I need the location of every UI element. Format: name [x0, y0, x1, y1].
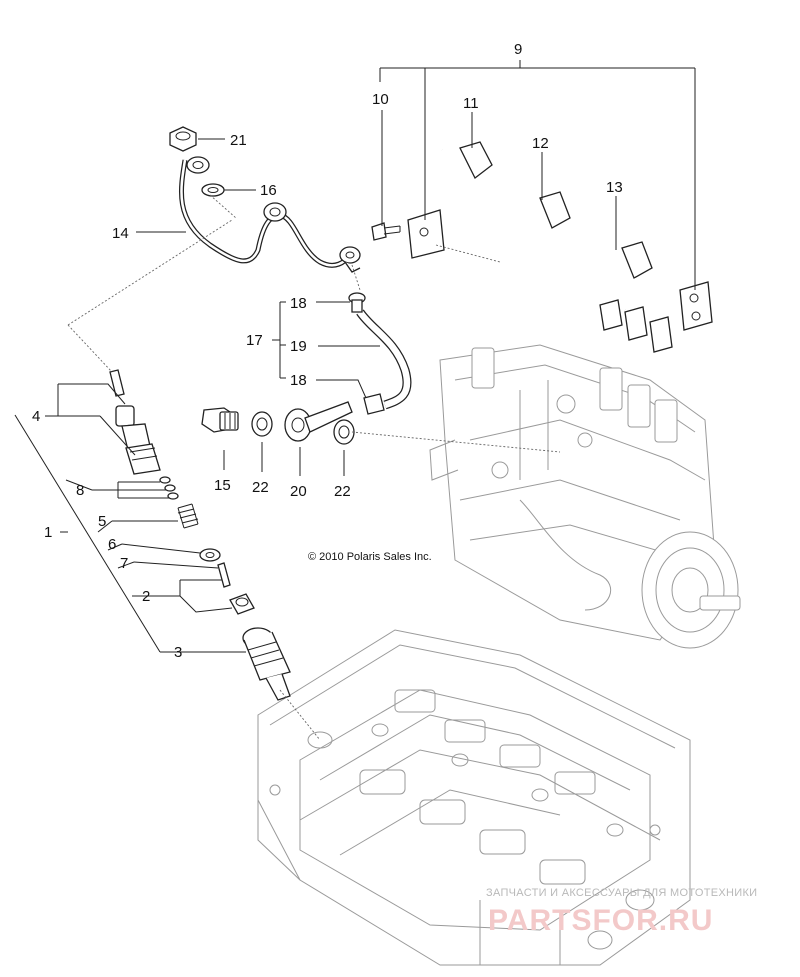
callout-1: 1: [44, 524, 52, 541]
callout-2: 2: [142, 588, 150, 605]
fuel-line-assembly: [371, 141, 713, 353]
callout-4: 4: [32, 408, 40, 425]
injector-assembly: [109, 369, 161, 475]
callout-labels: 9 10 11 12 13 21 16 14 18 17 19 18 4 15 …: [32, 41, 623, 661]
watermark-logo: PARTSFOR.RU: [488, 904, 713, 937]
fuel-line-14: [178, 156, 361, 273]
return-hose-assembly: [348, 292, 412, 415]
callout-7: 7: [120, 555, 128, 572]
reference-lines: [67, 194, 561, 741]
callout-12: 12: [532, 135, 549, 152]
callout-13: 13: [606, 179, 623, 196]
washer-22-right: [333, 419, 355, 445]
callout-19: 19: [290, 338, 307, 355]
callout-20: 20: [290, 483, 307, 500]
callout-8: 8: [76, 482, 84, 499]
washer-22-left: [251, 411, 273, 437]
leader-lines: [14, 60, 696, 653]
washer-16: [201, 183, 225, 197]
nozzle-nut-3: [242, 627, 291, 701]
callout-21: 21: [230, 132, 247, 149]
callout-18-bottom: 18: [290, 372, 307, 389]
cylinder-head-illustration: [257, 629, 691, 966]
callout-11: 11: [463, 95, 479, 112]
callout-14: 14: [112, 225, 129, 242]
callout-17: 17: [246, 332, 263, 349]
injection-pump-illustration: [429, 344, 741, 649]
copyright-notice: © 2010 Polaris Sales Inc.: [308, 551, 432, 563]
watermark-tagline: ЗАПЧАСТИ И АКСЕССУАРЫ ДЛЯ МОТОТЕХНИКИ: [486, 887, 757, 899]
callout-5: 5: [98, 513, 106, 530]
callout-3: 3: [174, 644, 182, 661]
callout-16: 16: [260, 182, 277, 199]
nut-21: [169, 126, 197, 152]
pin-7: [217, 562, 231, 588]
banjo-fitting-20: [284, 401, 353, 442]
banjo-bolt-15: [201, 407, 239, 433]
callout-18-top: 18: [290, 295, 307, 312]
callout-22-right: 22: [334, 483, 351, 500]
callout-22-left: 22: [252, 479, 269, 496]
o-rings-8: [159, 476, 179, 500]
callout-9: 9: [514, 41, 522, 58]
washer-6: [199, 548, 221, 562]
spring-5: [177, 503, 199, 529]
callout-10: 10: [372, 91, 389, 108]
watermark: ЗАПЧАСТИ И АКСЕССУАРЫ ДЛЯ МОТОТЕХНИКИ PA…: [486, 887, 757, 937]
nozzle-2: [229, 593, 255, 615]
callout-6: 6: [108, 536, 116, 553]
callout-15: 15: [214, 477, 231, 494]
